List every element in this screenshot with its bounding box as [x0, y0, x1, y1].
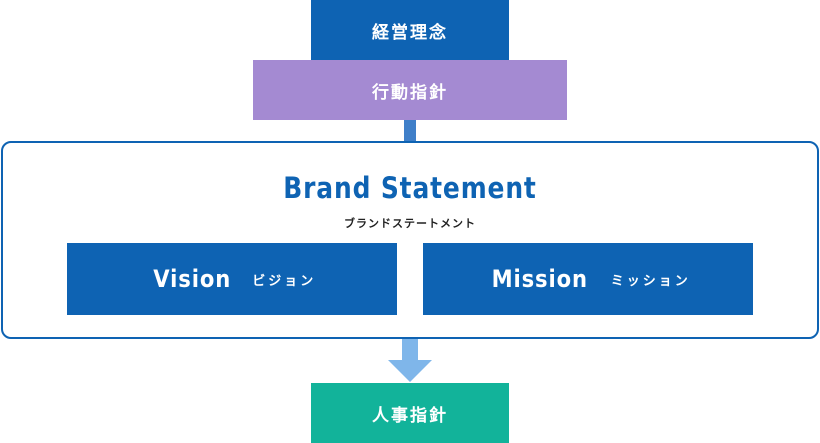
vision-panel: Vision ビジョン: [67, 243, 397, 315]
guidelines-label: 行動指針: [372, 82, 448, 102]
guidelines-box: 行動指針: [253, 60, 567, 120]
mission-subtitle: ミッション: [610, 272, 691, 288]
brand-statement-title: Brand Statement: [283, 171, 537, 205]
mission-title: Mission: [491, 265, 589, 293]
philosophy-label: 経営理念: [372, 22, 448, 42]
brand-statement-frame: Brand Statement ブランドステートメント Vision ビジョン …: [1, 141, 819, 339]
hr-policy-label: 人事指針: [372, 405, 448, 425]
down-arrow-icon: [388, 339, 432, 382]
mission-panel: Mission ミッション: [423, 243, 753, 315]
connector-line: [404, 120, 416, 141]
hr-policy-box: 人事指針: [311, 383, 509, 443]
vision-subtitle: ビジョン: [252, 272, 317, 288]
vision-title: Vision: [153, 265, 231, 293]
philosophy-box: 経営理念: [311, 0, 509, 60]
brand-statement-subtitle: ブランドステートメント: [344, 218, 476, 230]
